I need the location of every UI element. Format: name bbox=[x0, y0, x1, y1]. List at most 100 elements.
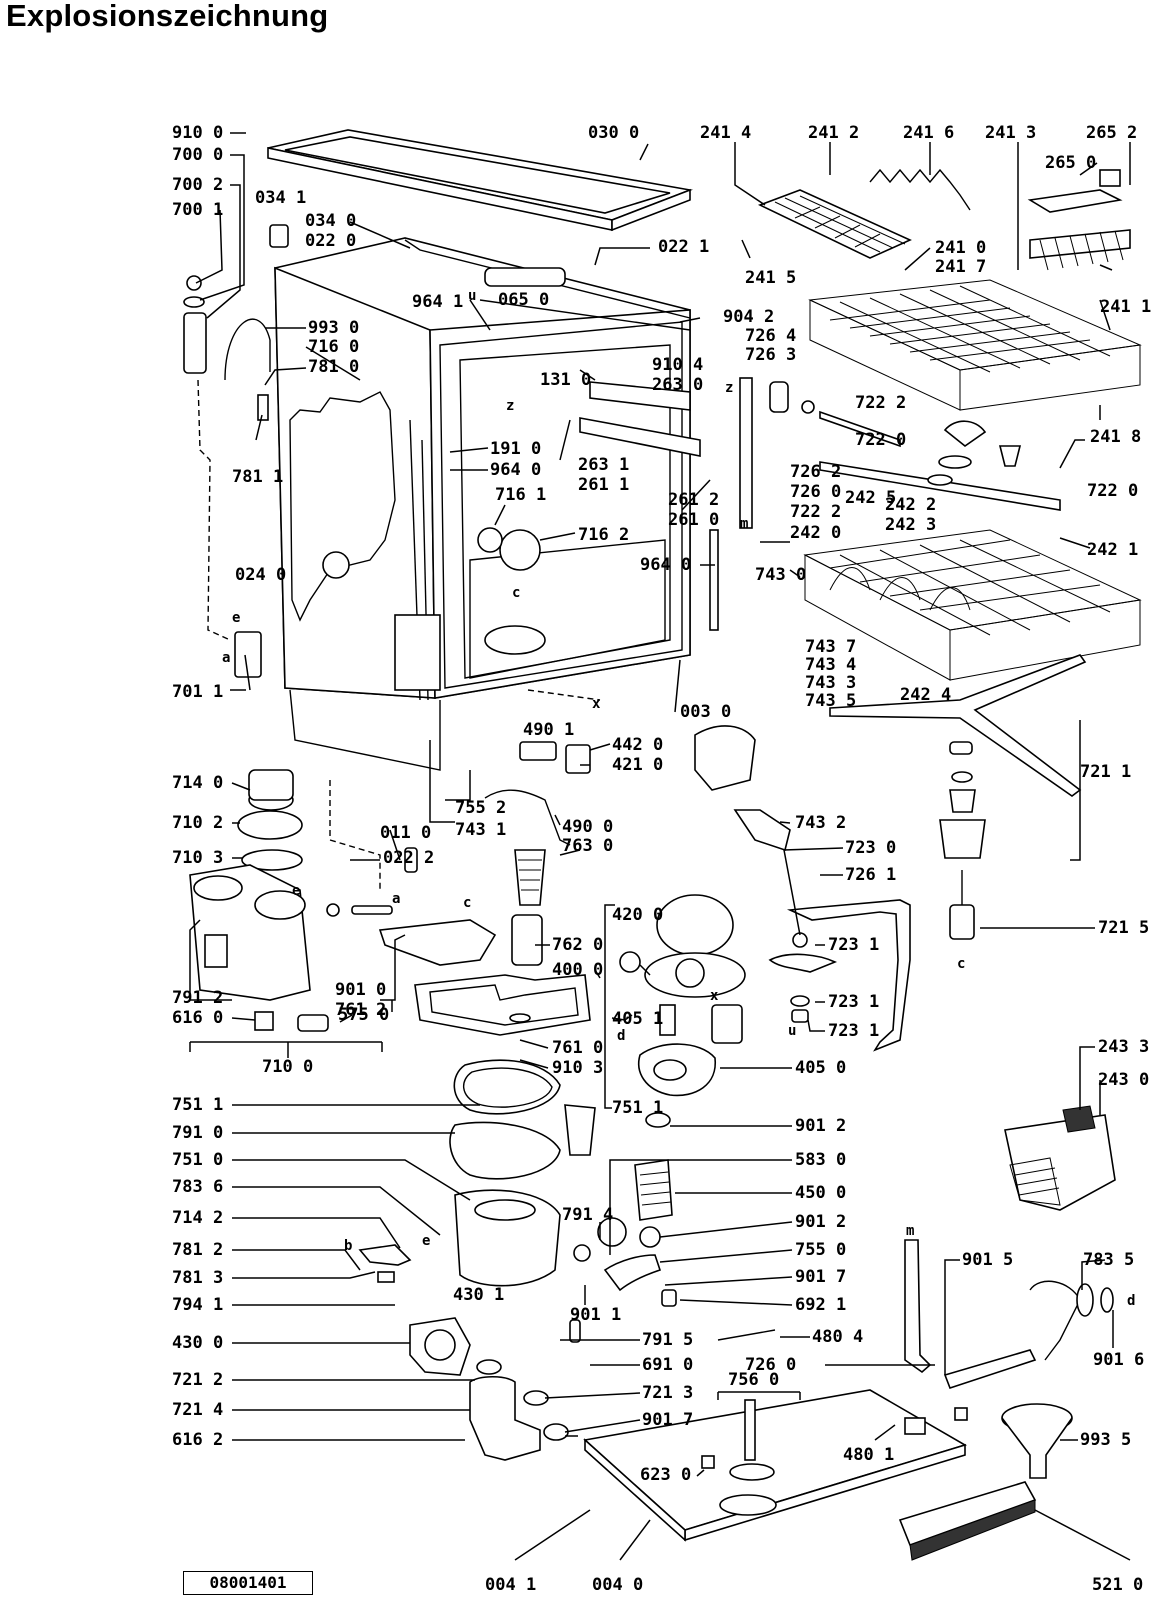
part-label-964-0-b: 964 0 bbox=[640, 555, 691, 575]
part-label-722-0: 722 0 bbox=[855, 430, 906, 450]
part-label-993-0: 993 0 bbox=[308, 318, 359, 338]
document-number: 08001401 bbox=[183, 1571, 313, 1595]
letter-x2: x bbox=[710, 988, 719, 1004]
part-label-242-1: 242 1 bbox=[1087, 540, 1138, 560]
letter-m: m bbox=[740, 516, 748, 532]
letter-b2: b bbox=[344, 1238, 352, 1254]
part-label-004-1: 004 1 bbox=[485, 1575, 536, 1595]
part-label-480-4: 480 4 bbox=[812, 1327, 863, 1347]
part-label-743-1: 743 1 bbox=[455, 820, 506, 840]
part-label-022-1: 022 1 bbox=[658, 237, 709, 257]
part-label-430-0: 430 0 bbox=[172, 1333, 223, 1353]
part-label-242-0: 242 0 bbox=[790, 523, 841, 543]
part-label-722-0-right: 722 0 bbox=[1087, 481, 1138, 501]
drain-pump bbox=[358, 1244, 569, 1461]
filter-assembly bbox=[414, 849, 596, 1287]
part-label-743-4: 743 4 bbox=[805, 655, 856, 675]
cup-rack bbox=[1027, 169, 1131, 271]
part-label-964-0: 964 0 bbox=[490, 460, 541, 480]
part-label-791-0: 791 0 bbox=[172, 1123, 223, 1143]
part-label-004-0: 004 0 bbox=[592, 1575, 643, 1595]
part-label-405-0: 405 0 bbox=[795, 1058, 846, 1078]
part-label-575-0: 575 0 bbox=[338, 1005, 389, 1025]
part-label-781-3: 781 3 bbox=[172, 1268, 223, 1288]
letter-a: a bbox=[222, 650, 230, 666]
parts-drawing bbox=[183, 129, 1142, 1561]
letter-z: z bbox=[506, 398, 514, 414]
part-label-261-2: 261 2 bbox=[668, 490, 719, 510]
part-label-263-0: 263 0 bbox=[652, 375, 703, 395]
worktop-cover bbox=[267, 129, 693, 232]
part-label-901-2-a: 901 2 bbox=[795, 1116, 846, 1136]
part-label-743-5: 743 5 bbox=[805, 691, 856, 711]
part-label-241-0: 241 0 bbox=[935, 238, 986, 258]
part-label-490-1: 490 1 bbox=[523, 720, 574, 740]
part-label-721-3: 721 3 bbox=[642, 1383, 693, 1403]
part-label-726-1: 726 1 bbox=[845, 865, 896, 885]
part-label-692-1: 692 1 bbox=[795, 1295, 846, 1315]
letter-x: x bbox=[592, 696, 601, 712]
part-label-405-1: 405 1 bbox=[612, 1009, 663, 1029]
part-label-265-0: 265 0 bbox=[1045, 153, 1096, 173]
letter-a2: a bbox=[392, 891, 400, 907]
part-label-242-3: 242 3 bbox=[885, 515, 936, 535]
part-label-700-1: 700 1 bbox=[172, 200, 223, 220]
part-label-710-3: 710 3 bbox=[172, 848, 223, 868]
part-label-791-2: 791 2 bbox=[172, 988, 223, 1008]
part-label-901-7-a: 901 7 bbox=[795, 1267, 846, 1287]
part-label-442-0: 442 0 bbox=[612, 735, 663, 755]
part-label-721-4: 721 4 bbox=[172, 1400, 223, 1420]
letter-d: d bbox=[617, 1028, 625, 1044]
part-label-241-7: 241 7 bbox=[935, 257, 986, 277]
part-label-521-0: 521 0 bbox=[1092, 1575, 1143, 1595]
letter-m2: m bbox=[906, 1223, 914, 1239]
letter-u2: u bbox=[788, 1023, 796, 1039]
part-label-022-2: 022 2 bbox=[383, 848, 434, 868]
part-label-726-2: 726 2 bbox=[790, 462, 841, 482]
part-label-241-1: 241 1 bbox=[1100, 297, 1151, 317]
upper-spray-arm bbox=[819, 410, 1061, 511]
spray-arm bbox=[829, 654, 1087, 940]
part-label-743-7: 743 7 bbox=[805, 637, 856, 657]
part-label-794-1: 794 1 bbox=[172, 1295, 223, 1315]
part-label-755-2: 755 2 bbox=[455, 798, 506, 818]
part-label-761-0: 761 0 bbox=[552, 1038, 603, 1058]
part-label-763-0: 763 0 bbox=[562, 836, 613, 856]
part-label-265-2: 265 2 bbox=[1086, 123, 1137, 143]
part-label-723-1-b: 723 1 bbox=[828, 992, 879, 1012]
part-label-723-0: 723 0 bbox=[845, 838, 896, 858]
part-labels: 910 0 700 0 700 2 700 1 034 1 034 0 022 … bbox=[172, 123, 1151, 1595]
part-label-726-0: 726 0 bbox=[790, 482, 841, 502]
leader-lines bbox=[189, 132, 1131, 1561]
part-label-714-2: 714 2 bbox=[172, 1208, 223, 1228]
part-label-751-1-b: 751 1 bbox=[612, 1098, 663, 1118]
part-label-242-4: 242 4 bbox=[900, 685, 951, 705]
part-label-910-0: 910 0 bbox=[172, 123, 223, 143]
part-label-241-2: 241 2 bbox=[808, 123, 859, 143]
part-label-901-0: 901 0 bbox=[335, 980, 386, 1000]
part-label-716-1: 716 1 bbox=[495, 485, 546, 505]
part-label-751-1: 751 1 bbox=[172, 1095, 223, 1115]
part-label-710-0: 710 0 bbox=[262, 1057, 313, 1077]
part-label-993-5: 993 5 bbox=[1080, 1430, 1131, 1450]
part-label-721-2: 721 2 bbox=[172, 1370, 223, 1390]
part-label-901-1: 901 1 bbox=[570, 1305, 621, 1325]
part-label-743-2: 743 2 bbox=[795, 813, 846, 833]
part-label-714-0: 714 0 bbox=[172, 773, 223, 793]
control-panel bbox=[898, 1481, 1037, 1561]
part-label-241-5: 241 5 bbox=[745, 268, 796, 288]
misc-parts bbox=[183, 224, 791, 1343]
part-label-904-2: 904 2 bbox=[723, 307, 774, 327]
dashed-connectors bbox=[197, 379, 601, 890]
part-label-242-2: 242 2 bbox=[885, 495, 936, 515]
part-label-261-0: 261 0 bbox=[668, 510, 719, 530]
part-label-723-1-c: 723 1 bbox=[828, 1021, 879, 1041]
part-label-022-0: 022 0 bbox=[305, 231, 356, 251]
part-label-761-2: 761 2 bbox=[335, 1000, 386, 1020]
cutlery-basket bbox=[1004, 1105, 1116, 1211]
part-label-723-1-a: 723 1 bbox=[828, 935, 879, 955]
part-label-783-5: 783 5 bbox=[1083, 1250, 1134, 1270]
circulation-pump bbox=[573, 894, 746, 1307]
part-label-783-6: 783 6 bbox=[172, 1177, 223, 1197]
